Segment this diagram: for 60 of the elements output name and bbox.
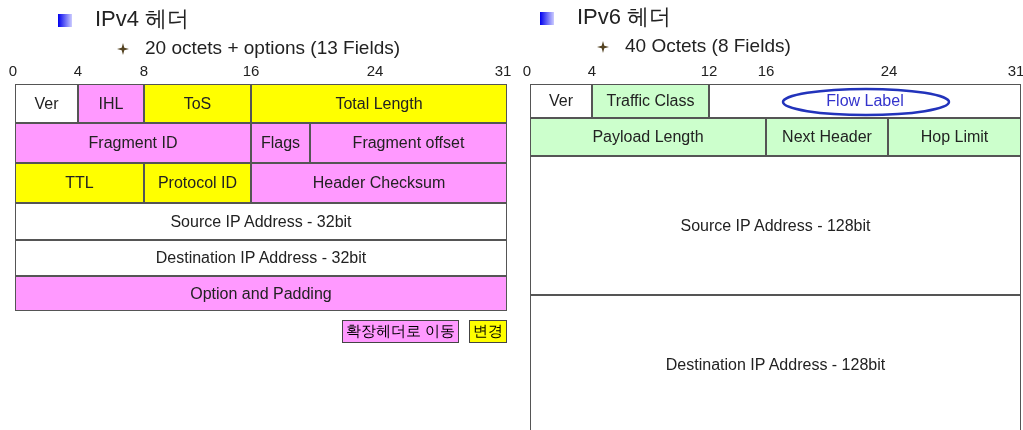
field-name: Hop Limit	[920, 128, 989, 146]
field-name: Ver	[34, 94, 59, 113]
field-name: TTL	[65, 174, 94, 192]
header-field	[15, 84, 78, 123]
field-name: Fragment offset	[352, 134, 465, 152]
header-field	[530, 295, 1021, 430]
header-field	[78, 84, 144, 123]
bit-position-number: 4	[73, 62, 83, 79]
field-name: Header Checksum	[312, 174, 446, 192]
header-field	[530, 156, 1021, 295]
field-name: Traffic Class	[606, 92, 695, 110]
header-field	[15, 240, 507, 276]
field-name: Source IP Address - 32bit	[170, 212, 352, 231]
header-field	[251, 163, 507, 203]
bit-position-number: 31	[1007, 62, 1023, 79]
field-name: Destination IP Address - 128bit	[665, 356, 886, 374]
bit-position-number: 12	[700, 62, 718, 79]
field-name: IHL	[98, 94, 124, 113]
header-field	[144, 84, 251, 123]
bit-position-number: 16	[242, 62, 260, 79]
header-field	[530, 118, 766, 156]
header-field	[766, 118, 888, 156]
field-name: Ver	[549, 92, 573, 110]
bit-position-number: 4	[587, 62, 597, 79]
header-field	[530, 84, 592, 118]
subheading: 20 octets + options (13 Fields)	[145, 37, 401, 59]
header-field	[15, 203, 507, 240]
field-name: Destination IP Address - 32bit	[155, 249, 367, 267]
bit-position-number: 8	[139, 62, 149, 79]
header-field	[888, 118, 1021, 156]
field-name: Flags	[260, 134, 301, 152]
section-heading: IPv4 헤더	[95, 5, 190, 33]
header-field	[709, 84, 1021, 118]
field-name: Next Header	[782, 128, 872, 146]
bit-position-number: 31	[494, 62, 512, 79]
header-field	[251, 84, 507, 123]
header-field	[310, 123, 507, 163]
section-heading: IPv6 헤더	[577, 3, 672, 31]
header-field	[15, 163, 144, 203]
bit-position-number: 0	[8, 62, 18, 79]
field-name: Source IP Address - 128bit	[680, 216, 871, 235]
field-name: Payload Length	[592, 128, 704, 146]
field-name: Fragment ID	[88, 134, 178, 152]
bit-position-number: 24	[880, 62, 898, 79]
field-name: Option and Padding	[190, 284, 332, 303]
header-field	[144, 163, 251, 203]
field-name: ToS	[183, 94, 212, 113]
bit-position-number: 24	[366, 62, 384, 79]
bit-position-number: 16	[757, 62, 775, 79]
header-field	[592, 84, 709, 118]
field-name: Protocol ID	[157, 174, 238, 192]
bit-position-number: 0	[522, 62, 532, 79]
header-field	[251, 123, 310, 163]
header-field	[15, 276, 507, 311]
header-field	[15, 123, 251, 163]
legend-text: 변경	[473, 322, 503, 341]
field-name: Total Length	[335, 94, 423, 113]
legend-text: 확장헤더로 이동	[346, 322, 456, 341]
field-name: Flow Label	[826, 92, 904, 110]
subheading: 40 Octets (8 Fields)	[625, 35, 791, 57]
